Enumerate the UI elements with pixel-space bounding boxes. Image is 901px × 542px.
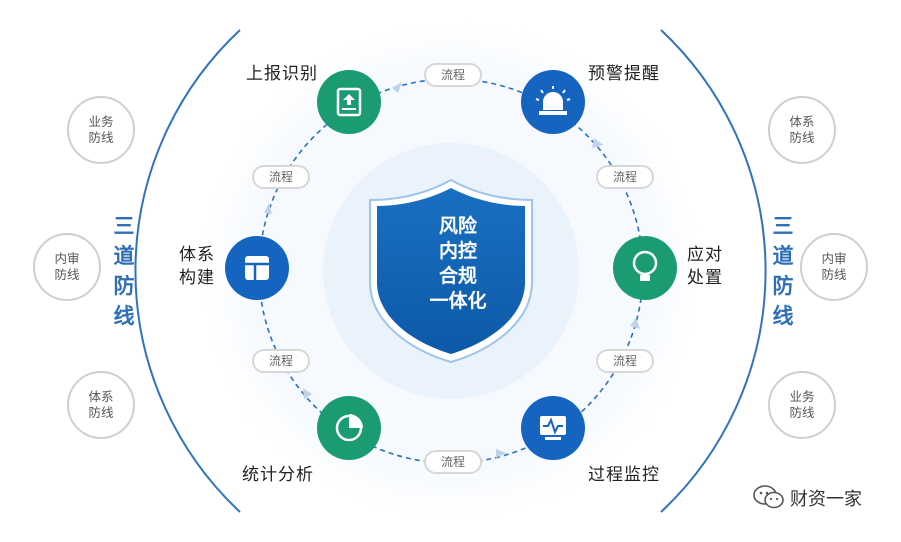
flow-pill-2: 流程 [596,165,654,189]
shield-line-1: 风险 [438,215,477,237]
outer-right-3: 业务防线 [768,371,836,439]
label-stats: 统计分析 [242,465,314,485]
flow-pill-4: 流程 [424,450,482,474]
flow-pill-5: 流程 [252,349,310,373]
shield-line-2: 内控 [438,240,477,262]
label-report: 上报识别 [246,64,318,84]
outer-left-2: 内审防线 [33,233,101,301]
outer-right-1: 体系防线 [768,96,836,164]
flow-pill-3: 流程 [596,349,654,373]
label-response: 应对处置 [687,245,723,288]
outer-left-3: 体系防线 [67,371,135,439]
label-system: 体系构建 [179,245,215,288]
layout-icon [245,256,269,280]
pie-chart-icon [335,414,363,442]
flow-pill-1: 流程 [424,63,482,87]
outer-right-2: 内审防线 [800,233,868,301]
arrow-1 [392,82,402,93]
shield-line-4: 一体化 [429,290,487,312]
brand-text: 财资一家 [790,489,862,510]
shield-line-3: 合规 [438,265,477,287]
arrow-5 [303,388,312,399]
arrow-6 [264,203,272,214]
arrow-4 [496,449,506,458]
monitor-icon [540,416,566,440]
right-outer-arc [660,29,767,513]
left-outer-arc [134,29,241,513]
upload-doc-icon [336,87,362,117]
label-alert: 预警提醒 [588,64,660,84]
wechat-icon [753,485,784,509]
defense-title-left: 三道防线 [113,214,135,328]
outer-left-1: 业务防线 [67,96,135,164]
shield-title: 风险 内控 合规 一体化 [418,214,498,314]
lightbulb-icon [632,250,658,281]
arrow-2 [592,138,603,148]
flow-pill-6: 流程 [252,165,310,189]
node-response-circle [613,236,677,300]
label-monitor: 过程监控 [588,465,660,485]
arrow-3 [630,318,640,329]
defense-title-right: 三道防线 [772,214,794,328]
alarm-light-icon [535,86,571,115]
shield-body [377,188,525,354]
